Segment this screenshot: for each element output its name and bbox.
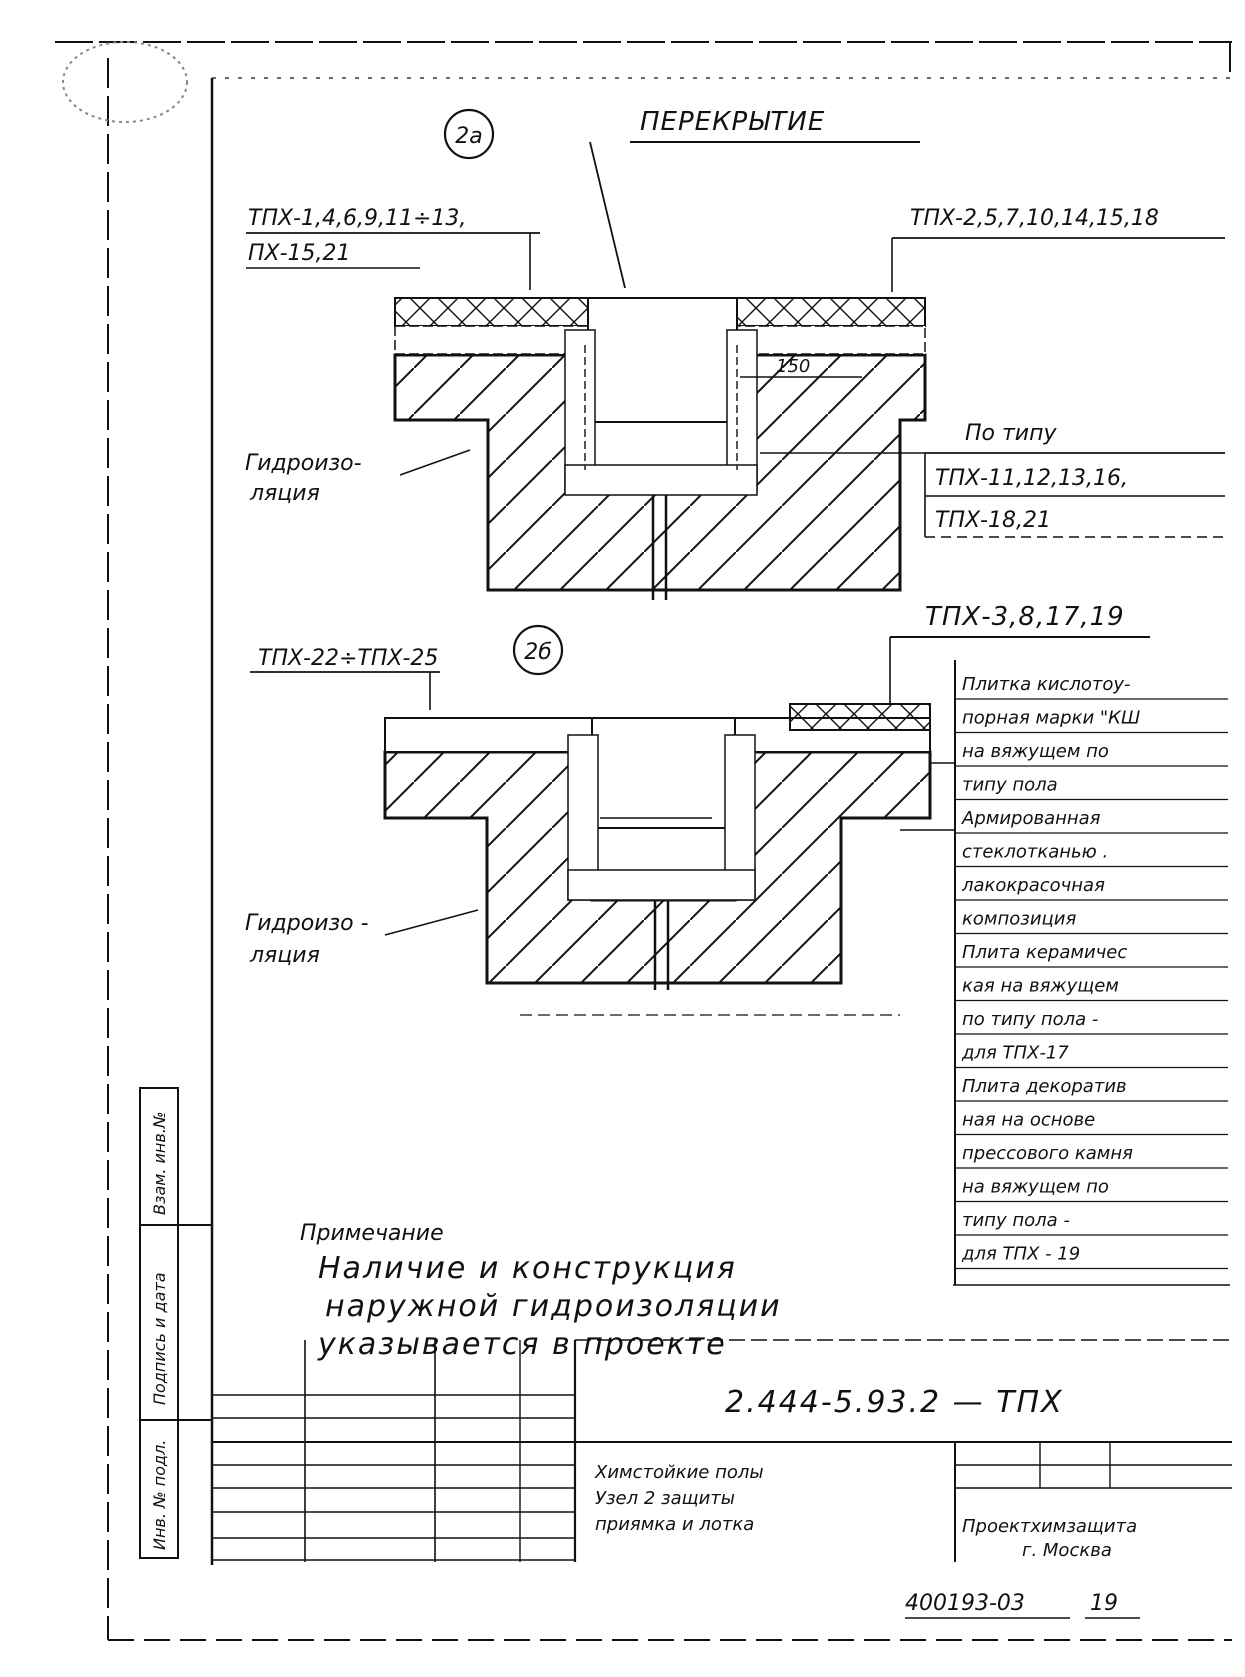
- footer-page: 19: [1090, 1591, 1118, 1616]
- legend-line: на вяжущем по: [962, 1177, 1109, 1198]
- note-line-2: наружной гидроизоляции: [325, 1289, 782, 1324]
- side-stamp: Взам. инв.№ Подпись и дата Инв. № подл.: [139, 1087, 212, 1559]
- detail-b-waterproofing-2: ляция: [249, 943, 320, 968]
- legend-line: прессового камня: [962, 1143, 1133, 1164]
- side-stamp-cell-3: Инв. № подл.: [150, 1440, 169, 1550]
- legend-line: типу пола: [962, 775, 1058, 796]
- detail-a-marker: [443, 108, 495, 160]
- title-block-code: 2.444-5.93.2 — ТПХ: [725, 1385, 1064, 1420]
- title-block-city: г. Москва: [1022, 1540, 1112, 1561]
- detail-a-left-label-2: ПХ-15,21: [248, 241, 351, 266]
- legend-line: ная на основе: [962, 1110, 1095, 1131]
- title-block-description-3: приямка и лотка: [595, 1514, 754, 1535]
- title-block-organization: Проектхимзащита: [962, 1516, 1137, 1537]
- detail-a-marker-text: 2а: [455, 124, 482, 149]
- legend-lines: Плитка кислотоу-порная марки "КШ на вяжущ…: [955, 674, 1228, 1270]
- detail-a-waterproofing-2: ляция: [249, 481, 320, 506]
- legend-line: для ТПХ-17: [961, 1043, 1069, 1064]
- detail-b-marker: [512, 624, 564, 676]
- detail-b: 2б ТПХ-22÷ТПХ-25 ТПХ-3,8,17,19 Гидроизо …: [245, 602, 1150, 1016]
- legend-line: на вяжущем по: [962, 741, 1109, 762]
- detail-b-right-label: ТПХ-3,8,17,19: [925, 602, 1125, 632]
- legend-line: Плита декоратив: [962, 1076, 1127, 1097]
- detail-b-waterproofing-1: Гидроизо -: [245, 911, 369, 936]
- legend-line: для ТПХ - 19: [961, 1244, 1080, 1265]
- legend-line: порная марки "КШ: [962, 708, 1140, 729]
- note-line-3: указывается в проекте: [317, 1327, 727, 1362]
- legend: Плитка кислотоу-порная марки "КШ на вяжущ…: [900, 660, 1230, 1286]
- legend-line: композиция: [962, 909, 1076, 930]
- title-block-description-1: Химстойкие полы: [594, 1462, 764, 1483]
- footer-archive-no: 400193-03: [905, 1591, 1025, 1616]
- detail-a-dimension: 150: [776, 356, 810, 377]
- detail-a-right-label: ТПХ-2,5,7,10,14,15,18: [910, 206, 1159, 231]
- legend-line: Армированная: [961, 808, 1101, 829]
- detail-a-title: ПЕРЕКРЫТИЕ: [640, 107, 825, 137]
- note-line-1: Наличие и конструкция: [318, 1251, 737, 1286]
- footer: 400193-03 19: [905, 1591, 1140, 1619]
- sheet-frame: [55, 41, 1232, 1641]
- side-stamp-cell-1: Взам. инв.№: [150, 1111, 169, 1215]
- detail-a-type-label: По типу: [965, 421, 1057, 446]
- legend-line: лакокрасочная: [961, 875, 1105, 896]
- detail-a-type-line-2: ТПХ-18,21: [935, 508, 1051, 533]
- legend-line: кая на вяжущем: [962, 976, 1119, 997]
- legend-line: стеклотканью .: [962, 842, 1108, 863]
- detail-b-marker-text: 2б: [524, 640, 552, 665]
- side-stamp-cell-2: Подпись и дата: [150, 1272, 169, 1405]
- title-block: 2.444-5.93.2 — ТПХ Химстойкие полы Узел …: [210, 1339, 1232, 1565]
- detail-a-left-label-1: ТПХ-1,4,6,9,11÷13,: [248, 206, 466, 231]
- detail-b-left-label: ТПХ-22÷ТПХ-25: [258, 646, 438, 671]
- archive-stamp-icon: [62, 41, 188, 123]
- title-block-description-2: Узел 2 защиты: [595, 1488, 735, 1509]
- legend-line: Плита керамичес: [962, 942, 1127, 963]
- legend-line: Плитка кислотоу-: [962, 674, 1130, 695]
- detail-a: 2а ПЕРЕКРЫТИЕ ТПХ-1,4,6,9,11÷13, ПХ-15,2…: [245, 107, 1225, 600]
- note-heading: Примечание: [300, 1221, 444, 1246]
- detail-a-waterproofing-1: Гидроизо-: [245, 451, 362, 476]
- note: Примечание Наличие и конструкция наружно…: [300, 1221, 782, 1362]
- legend-line: по типу пола -: [962, 1009, 1098, 1030]
- legend-line: типу пола -: [962, 1210, 1070, 1231]
- detail-a-type-line-1: ТПХ-11,12,13,16,: [935, 466, 1128, 491]
